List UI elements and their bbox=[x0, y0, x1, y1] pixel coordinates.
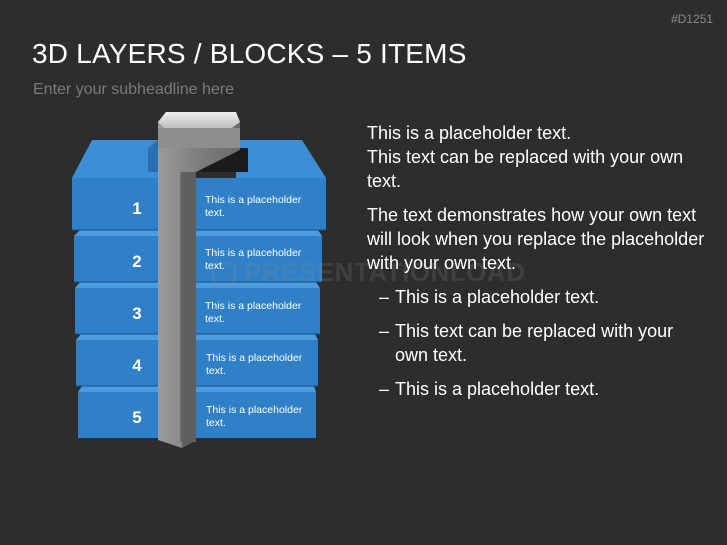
layer-block-4 bbox=[76, 334, 318, 386]
layer-number-4: 4 bbox=[132, 356, 142, 375]
watermark-text: PRESENTATIONLOAD bbox=[244, 257, 526, 287]
body-text: This is a placeholder text. This text ca… bbox=[367, 121, 707, 411]
slide-subtitle: Enter your subheadline here bbox=[33, 81, 235, 98]
layer-text-4: This is a placeholder text. bbox=[206, 352, 303, 377]
layer-number-1: 1 bbox=[132, 199, 142, 218]
center-pillar bbox=[158, 112, 240, 448]
bullet-text-2: This text can be replaced with your own … bbox=[395, 321, 674, 365]
bullet-dash: – bbox=[379, 287, 390, 307]
layer-block-2 bbox=[74, 230, 322, 282]
layer-number-2: 2 bbox=[132, 252, 142, 271]
layer-block-5 bbox=[78, 386, 316, 438]
paragraph-1-line-2: This text can be replaced with your own … bbox=[367, 147, 684, 191]
bullet-list: –This is a placeholder text. –This text … bbox=[367, 285, 707, 401]
watermark: PRESENTATIONLOAD bbox=[212, 257, 525, 288]
layer-text-5: This is a placeholder text. bbox=[206, 404, 303, 429]
bullet-dash: – bbox=[379, 379, 390, 399]
layer-text-2: This is a placeholder text. bbox=[205, 247, 302, 272]
layer-block-3 bbox=[75, 282, 320, 334]
bullet-text-1: This is a placeholder text. bbox=[395, 287, 600, 307]
layer-separators bbox=[72, 229, 326, 387]
layer-number-3: 3 bbox=[132, 304, 142, 323]
layer-number-5: 5 bbox=[132, 408, 142, 427]
bullet-item-1: –This is a placeholder text. bbox=[379, 285, 707, 309]
watermark-logo-icon bbox=[212, 262, 236, 286]
bullet-item-2: –This text can be replaced with your own… bbox=[379, 319, 707, 367]
layer-text-1: This is a placeholder text. bbox=[205, 194, 302, 219]
bullet-text-3: This is a placeholder text. bbox=[395, 379, 600, 399]
paragraph-1: This is a placeholder text. This text ca… bbox=[367, 121, 707, 193]
slide-id: #D1251 bbox=[670, 12, 713, 26]
layer-text-3: This is a placeholder text. bbox=[205, 300, 302, 325]
paragraph-2: The text demonstrates how your own text … bbox=[367, 205, 705, 273]
bullet-item-3: –This is a placeholder text. bbox=[379, 377, 707, 401]
paragraph-1-line-1: This is a placeholder text. bbox=[367, 123, 572, 143]
slide-title: 3D LAYERS / BLOCKS – 5 ITEMS bbox=[32, 38, 467, 69]
bullet-dash: – bbox=[379, 321, 390, 341]
